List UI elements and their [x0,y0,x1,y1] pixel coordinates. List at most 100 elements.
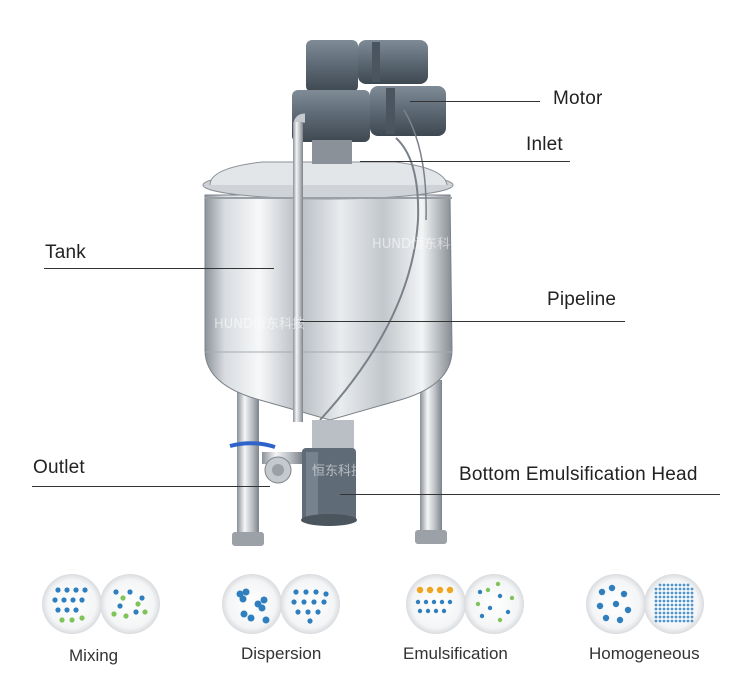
homogeneous-particle [670,611,674,615]
homogeneous-particle [662,587,666,591]
homogeneous-particle [690,607,694,611]
homogeneous-particle [666,599,670,603]
homogeneous-particle [674,583,678,587]
inlet-leader-line [360,161,570,162]
tank-body [202,161,454,421]
homogeneous-particle [666,619,670,623]
homogeneous-particle [658,599,662,603]
homogeneous-particle [670,599,674,603]
motor-leader-line [410,101,540,102]
homogeneous-particle [682,603,686,607]
homogeneous-particle [674,603,678,607]
homogeneous-particle [678,587,682,591]
homogeneous-particle [666,587,670,591]
homogeneous-particle [662,607,666,611]
homogeneous-particle [674,611,678,615]
motor-assembly [292,40,446,164]
homogeneous-particle [682,591,686,595]
homogeneous-particle [682,619,686,623]
homogeneous-particle [690,599,694,603]
homogeneous-particle [654,619,658,623]
homogeneous-particle [658,619,662,623]
homogeneous-particle [662,591,666,595]
motor-label: Motor [553,88,603,109]
homogeneous-particle [690,619,694,623]
homogeneous-particle [686,591,690,595]
homogeneous-particle [686,607,690,611]
homogeneous-particle [666,595,670,599]
mixing-diagram [42,574,160,634]
homogeneous-particle [678,611,682,615]
tank-legs [232,380,447,546]
homogeneous-particle [678,591,682,595]
homogeneous-particle [662,583,666,587]
homogeneous-particle [666,607,670,611]
homogeneous-particle [682,607,686,611]
dispersion-diagram [222,574,340,634]
homogeneous-particle [678,615,682,619]
homogeneous-particle [654,603,658,607]
pipeline-leader-line [300,321,625,322]
homogeneous-particle [670,607,674,611]
homogeneous-particle [662,603,666,607]
homogeneous-particle [658,583,662,587]
homogeneous-particle [670,603,674,607]
emulsification-diagram [406,574,524,634]
homogeneous-particle [670,619,674,623]
homogeneous-particle [686,611,690,615]
homogeneous-particle [666,591,670,595]
homogeneous-particle [662,611,666,615]
homogeneous-particle [666,611,670,615]
homogeneous-particle [662,615,666,619]
homogeneous-particle [654,599,658,603]
homogeneous-particle [654,591,658,595]
homogeneous-particle [670,595,674,599]
homogeneous-particle [666,603,670,607]
homogeneous-particle [670,583,674,587]
homogeneous-particle [658,615,662,619]
homogeneous-particle [658,603,662,607]
homogeneous-particle [662,599,666,603]
homogeneous-particle [690,615,694,619]
homogeneous-diagram [586,574,704,634]
homogeneous-particle [682,611,686,615]
homogeneous-particle [670,587,674,591]
inlet-label: Inlet [526,134,563,155]
homogeneous-particle [686,587,690,591]
homogeneous-particle [662,619,666,623]
watermark-lower: 恒东科技 [312,464,365,479]
homogeneous-particle [654,615,658,619]
bottom-head-label: Bottom Emulsification Head [459,464,698,485]
homogeneous-particle [654,587,658,591]
homogeneous-particle [682,615,686,619]
watermark-middle: HUND恒东科技 [214,317,306,332]
homogeneous-particle [686,583,690,587]
homogeneous-particle [682,595,686,599]
dispersion-label: Dispersion [241,644,322,663]
homogeneous-particle [678,619,682,623]
homogeneous-particle [678,583,682,587]
homogeneous-particle [686,595,690,599]
homogeneous-particle [658,591,662,595]
homogeneous-particle [678,607,682,611]
outlet-leader-line [32,486,270,487]
homogeneous-particle [662,595,666,599]
homogeneous-particle [658,611,662,615]
homogeneous-particle [674,591,678,595]
homogeneous-particle [686,615,690,619]
homogeneous-particle [686,619,690,623]
homogeneous-particle [666,583,670,587]
homogeneous-particle [690,587,694,591]
homogeneous-particle [682,599,686,603]
homogeneous-particle [658,595,662,599]
homogeneous-particle [690,591,694,595]
homogeneous-particle [658,587,662,591]
homogeneous-particle [682,587,686,591]
bottom-head-leader-line [340,494,720,495]
homogeneous-particle [678,599,682,603]
watermark-upper: HUND恒东科技 [372,237,464,252]
homogeneous-particle [658,607,662,611]
homogeneous-particle [674,587,678,591]
homogeneous-particle [678,603,682,607]
